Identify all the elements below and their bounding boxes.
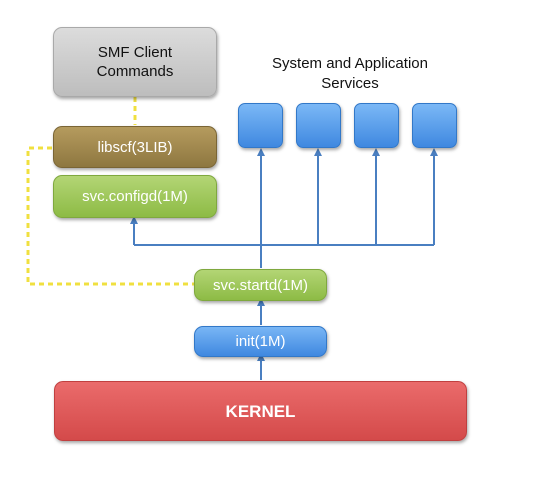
services-title-line2: Services — [321, 75, 379, 92]
svc-startd-box: svc.startd(1M) — [194, 269, 327, 301]
init-box: init(1M) — [194, 326, 327, 357]
services-title-line1: System and Application — [272, 55, 428, 72]
service-box-2 — [296, 103, 341, 148]
service-box-1 — [238, 103, 283, 148]
svc-configd-label: svc.configd(1M) — [82, 188, 188, 205]
service-box-4 — [412, 103, 457, 148]
services-title: System and Application Services — [255, 54, 445, 94]
kernel-label: KERNEL — [225, 401, 296, 421]
smf-client-line2: Commands — [96, 63, 174, 80]
svc-startd-label: svc.startd(1M) — [212, 276, 308, 294]
svc-configd-box: svc.configd(1M) — [53, 175, 217, 218]
blue-connectors — [130, 148, 438, 380]
dashed-connectors — [26, 97, 194, 286]
smf-client-commands-box: SMF Client Commands — [53, 27, 217, 97]
service-box-3 — [354, 103, 399, 148]
smf-client-line1: SMF Client — [97, 44, 173, 61]
libscf-label: libscf(3LIB) — [97, 138, 173, 156]
init-label: init(1M) — [235, 333, 286, 350]
libscf-box: libscf(3LIB) — [53, 126, 217, 168]
dashed-libscf-to-startd — [26, 146, 194, 286]
kernel-box: KERNEL — [54, 381, 467, 441]
